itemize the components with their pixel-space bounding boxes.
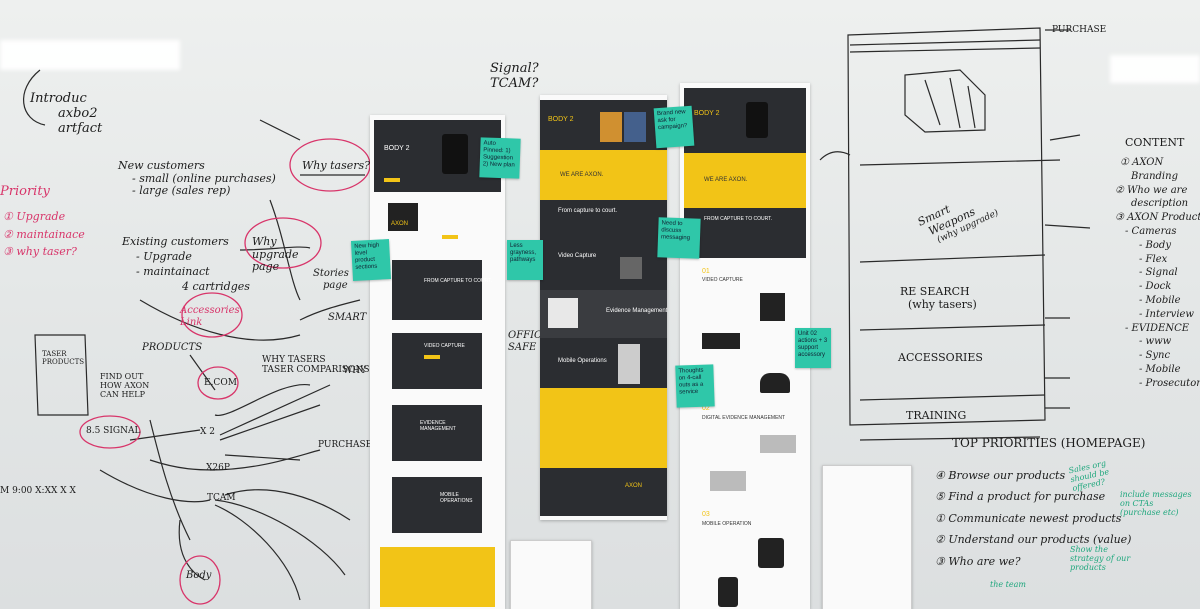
yellow-footer xyxy=(380,547,495,607)
mobile-panel: Mobile Operations xyxy=(540,338,667,388)
hero-title: BODY 2 xyxy=(384,145,410,152)
sticky-note: New high level product sections xyxy=(350,239,392,281)
section-02-title: DIGITAL EVIDENCE MANAGEMENT xyxy=(702,415,786,421)
video-panel: VIDEO CAPTURE xyxy=(392,333,482,389)
time-note: M 9:00 X:XX X X xyxy=(0,486,76,496)
camera-image-3 xyxy=(760,373,790,393)
video-panel: Video Capture xyxy=(540,245,667,290)
content-title: CONTENT xyxy=(1125,136,1185,149)
why-note: WHY xyxy=(343,366,367,376)
yellow-band xyxy=(540,388,667,468)
wireframe-research: RE SEARCH (why tasers) xyxy=(900,285,977,311)
products-note: PRODUCTS xyxy=(142,342,203,353)
existing-customers-note: Existing customers - Upgrade - maintaina… xyxy=(122,235,250,293)
wireframe-purchase-label: PURCHASE xyxy=(1052,25,1107,35)
purchase-note: PURCHASE xyxy=(318,440,373,450)
printout-column-2: BODY 2 WE ARE AXON. From capture to cour… xyxy=(540,95,667,520)
axon-cta xyxy=(442,235,458,239)
capture-panel: FROM CAPTURE TO COURT. xyxy=(392,260,492,320)
x26p-note: X26P xyxy=(206,463,230,473)
sketch-sheet-2 xyxy=(822,465,912,609)
sticky-note: Thoughts on 4-call outs as a service xyxy=(675,364,715,408)
content-list: ① AXON Branding ② Who we are description… xyxy=(1115,157,1200,389)
wireframe-accessories: ACCESSORIES xyxy=(898,351,983,364)
hero-panel: BODY 2 xyxy=(684,88,806,153)
screen-image-2 xyxy=(710,471,746,491)
sticky-note: Auto Pinned: 1) Suggestion 2) New plan xyxy=(479,137,521,179)
light-reflection-left xyxy=(0,40,180,70)
green-note: include messages on CTAs (purchase etc) xyxy=(1120,490,1192,518)
section-01-title: VIDEO CAPTURE xyxy=(702,277,743,283)
sketch-sheet xyxy=(510,540,592,609)
mobile-panel: MOBILE OPERATIONS xyxy=(392,477,482,533)
why-tasers-note: Why tasers? xyxy=(302,159,371,172)
wireframe-training: TRAINING xyxy=(906,409,967,422)
hero-cta xyxy=(384,178,400,182)
body-note: Body xyxy=(186,570,212,581)
top-priorities-list: ④ Browse our products ⑤ Find a product f… xyxy=(935,469,1132,568)
sticky-note: Less grayness, pathways xyxy=(507,240,543,280)
smart-note: SMART xyxy=(328,312,367,323)
capture-panel: From capture to court. xyxy=(540,200,667,245)
we-are-axon-band: WE ARE AXON. xyxy=(684,153,806,208)
intro-note: Introduc axbo2 artfact xyxy=(30,91,103,136)
printout-column-1: BODY 2 AXON FROM CAPTURE TO COURT. VIDEO… xyxy=(370,115,505,609)
sticky-note: Brand new ask for campaign? xyxy=(653,105,695,149)
find-out-note: FIND OUT HOW AXON CAN HELP xyxy=(100,372,150,400)
signal-note: 8.5 SIGNAL xyxy=(86,426,141,436)
hero-panel: BODY 2 xyxy=(540,100,667,150)
sticky-note: Unit 02 actions + 3 support accessory xyxy=(795,328,831,368)
x2-note: X 2 xyxy=(200,427,215,437)
screen-image xyxy=(760,435,796,453)
phone-image-2 xyxy=(718,577,738,607)
new-customers-note: New customers - small (online purchases)… xyxy=(118,159,276,198)
green-note: the team xyxy=(990,580,1026,589)
signal-question-note: Signal? TCAM? xyxy=(490,61,539,91)
evidence-panel: Evidence Management xyxy=(540,290,667,338)
top-priorities-title: TOP PRIORITIES (HOMEPAGE) xyxy=(952,436,1146,450)
camera-image xyxy=(442,134,468,174)
offices-note: OFFICES SAFE xyxy=(508,330,556,353)
why-upgrade-note: Why upgrade page xyxy=(252,235,299,274)
phone-image xyxy=(758,538,784,568)
green-note: Show the strategy of our products xyxy=(1070,545,1131,573)
accessories-link-note: Accessories Link xyxy=(180,305,240,328)
priority-title: Priority xyxy=(0,184,50,199)
footer-panel: AXON xyxy=(540,468,667,516)
section-01-number: 01 xyxy=(702,268,710,275)
tcam-note: TCAM xyxy=(207,493,236,503)
axon-panel: AXON xyxy=(388,203,418,231)
priority-list: ① Upgrade ② maintainace ③ why taser? xyxy=(3,210,85,259)
printout-column-3: BODY 2 WE ARE AXON. FROM CAPTURE TO COUR… xyxy=(680,83,810,609)
evidence-panel: EVIDENCE MANAGEMENT xyxy=(392,405,482,461)
camera-image xyxy=(760,293,785,321)
light-reflection-right xyxy=(1110,55,1200,83)
capture-panel: FROM CAPTURE TO COURT. xyxy=(684,208,806,258)
camera-image-2 xyxy=(702,333,740,349)
why-tasers-compare-note: WHY TASERS TASER COMPARISONS xyxy=(262,355,370,376)
stories-note: Stories page xyxy=(313,268,349,291)
sticky-note: Need to discuss messaging xyxy=(657,217,701,259)
section-03-number: 03 xyxy=(702,511,710,518)
we-are-axon-band: WE ARE AXON. xyxy=(540,150,667,200)
section-02-number: 02 xyxy=(702,405,710,412)
section-03-title: MOBILE OPERATION xyxy=(702,521,752,527)
ecom-note: E.COM xyxy=(204,378,237,388)
taser-products-box: TASER PRODUCTS xyxy=(42,350,85,367)
